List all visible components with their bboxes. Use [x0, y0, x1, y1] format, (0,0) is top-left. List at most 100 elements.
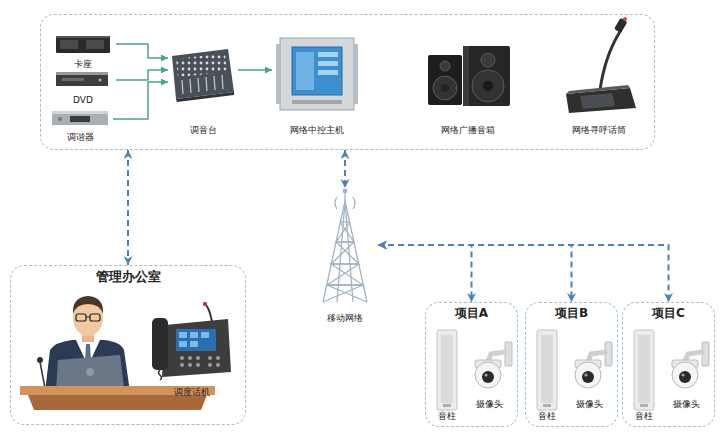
- device-node: 音柱: [627, 328, 661, 422]
- device-node: 卡座: [50, 33, 116, 70]
- device-node: 摄像头: [662, 340, 710, 410]
- project-panel: 项目A 音柱摄像头: [425, 302, 518, 427]
- paging-mic-icon: [566, 17, 636, 113]
- network-host-icon-part: [354, 44, 358, 104]
- dispatch-phone-icon-part: [206, 305, 212, 322]
- device-label: 摄像头: [476, 399, 503, 410]
- network-host-icon-part: [318, 52, 338, 57]
- network-link: [378, 245, 572, 302]
- office-panel: 管理办公室调度话机: [10, 265, 246, 425]
- mixer-icon-part-part: [198, 78, 199, 92]
- network-host-icon: [276, 38, 358, 110]
- cassette-deck-icon-part: [60, 40, 78, 49]
- speaker-icon-part: [463, 46, 469, 106]
- device-node: 音柱: [430, 328, 464, 422]
- speaker-icon-part: [440, 61, 450, 71]
- cassette-deck-icon-part: [86, 40, 104, 49]
- dispatch-phone-icon-part: [159, 370, 162, 380]
- paging-mic-icon-part: [600, 30, 621, 90]
- system-panel: 卡座DVD调谐器调音台网络中控主机网络广播音箱网络寻呼话筒: [40, 14, 655, 150]
- device-label: 摄像头: [673, 399, 700, 410]
- dispatch-phone-icon-part: [176, 329, 216, 351]
- dispatch-phone-icon-part-part: [180, 363, 184, 367]
- tuner-icon: [52, 111, 108, 125]
- device-label: 摄像头: [576, 399, 603, 410]
- tuner-icon-part: [70, 116, 90, 122]
- panel-title: 项目A: [453, 306, 490, 320]
- tower-icon: [323, 189, 367, 302]
- network-host-icon-part: [296, 52, 314, 90]
- paging-mic-icon-part: [614, 18, 627, 33]
- person-at-desk-part: [90, 314, 100, 321]
- mixer-icon-part: [172, 49, 234, 99]
- dispatch-phone-icon: [152, 302, 231, 380]
- signal-arrow: [113, 82, 168, 119]
- speaker-icon-part: [463, 46, 510, 106]
- tuner-icon-part: [52, 114, 108, 125]
- network-host-icon-part: [318, 70, 338, 75]
- tuner-icon-part: [58, 117, 62, 121]
- network-link: [378, 245, 669, 302]
- panel-title: 项目C: [650, 306, 687, 320]
- network-host-icon-part: [280, 38, 354, 110]
- network-link: [127, 150, 129, 265]
- mixer-icon-part-part: [214, 76, 215, 90]
- project-c-devices: [634, 330, 709, 410]
- connector-group: [113, 44, 669, 302]
- device-label: 调度话机: [174, 387, 210, 398]
- device-node: 网络广播音箱: [420, 42, 516, 136]
- device-node: 音柱: [530, 328, 564, 422]
- person-at-desk-part: [86, 317, 90, 318]
- panel-title: 项目B: [553, 306, 590, 320]
- device-label: 调音台: [190, 125, 217, 136]
- mixer-icon-part: [176, 92, 234, 102]
- dvd-player-icon-part: [99, 79, 102, 82]
- speaker-icon-part: [428, 55, 462, 105]
- dispatch-phone-icon-part: [180, 356, 220, 367]
- mixer-icon-part: [176, 53, 227, 77]
- device-label: 卡座: [74, 59, 92, 70]
- network-link: [378, 245, 472, 302]
- dispatch-phone-icon-part: [190, 341, 198, 347]
- network-host-icon-part: [318, 61, 338, 66]
- mixer-icon-part-part: [222, 75, 223, 89]
- person-at-desk-part: [76, 314, 86, 321]
- dispatch-phone-icon-part-part: [188, 356, 192, 360]
- dispatch-phone-icon-part-part: [196, 363, 200, 367]
- device-node: 调度话机: [148, 300, 236, 398]
- network-host-icon-part: [276, 44, 280, 104]
- tower-icon-part: [331, 242, 354, 264]
- tower-icon-part: [323, 201, 345, 302]
- person-at-desk-part: [73, 296, 103, 314]
- dispatch-phone-icon-part: [152, 318, 168, 370]
- dispatch-phone-icon-part: [179, 332, 187, 338]
- device-label: DVD: [73, 95, 93, 106]
- tower-icon-part: [335, 197, 355, 209]
- speaker-icon: [428, 46, 510, 106]
- network-host-icon-part: [292, 100, 342, 104]
- device-label: 调谐器: [67, 132, 94, 143]
- speaker-icon-part: [441, 84, 449, 92]
- dispatch-phone-icon-part-part: [216, 356, 220, 360]
- device-node: 摄像头: [565, 340, 613, 410]
- dispatch-phone-icon-part: [162, 319, 231, 377]
- tower-icon-part: [323, 285, 363, 302]
- device-label: 网络寻呼话筒: [572, 125, 626, 136]
- tower-icon-part: [327, 264, 359, 285]
- speaker-icon-part: [433, 76, 457, 100]
- tower-icon-part: [340, 221, 350, 222]
- mixer-icon-part-part: [206, 77, 207, 91]
- dispatch-phone-icon-part-part: [216, 363, 220, 367]
- dispatch-phone-icon-part-part: [196, 356, 200, 360]
- dispatch-phone-icon-part-part: [180, 356, 184, 360]
- device-label: 移动网络: [327, 313, 363, 324]
- tower-icon-part: [336, 222, 350, 242]
- tower-icon-part: [345, 201, 367, 302]
- network-host-icon-part: [292, 47, 342, 95]
- paging-mic-icon-part: [566, 85, 630, 94]
- cassette-deck-icon-part: [56, 36, 110, 53]
- tower-icon-part: [343, 189, 347, 193]
- person-at-desk-part: [45, 340, 130, 392]
- tuner-icon-part: [52, 111, 108, 114]
